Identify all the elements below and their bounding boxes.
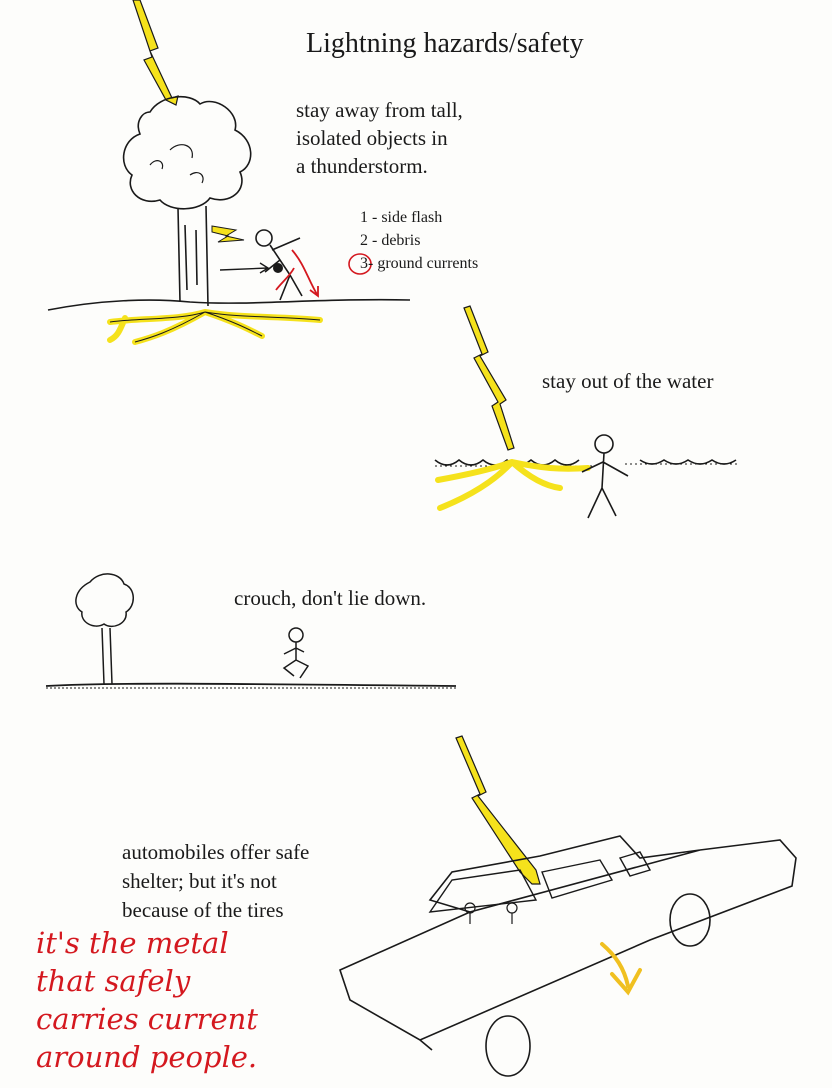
ground-current-red-arrow [275, 249, 319, 298]
lightning-bolt-car [455, 735, 541, 885]
tall-objects-line: isolated objects in [296, 126, 448, 150]
tall-objects-line: stay away from tall, [296, 98, 463, 122]
handwritten-note: it's the metal that safely carries curre… [36, 924, 258, 1076]
small-tree-canopy [75, 573, 134, 628]
crouching-person-head [288, 627, 304, 643]
lightning-bolt-water [463, 305, 515, 451]
car-wheel-front [669, 893, 711, 947]
side-flash-bolt [211, 225, 245, 243]
tall-objects-line: a thunderstorm. [296, 154, 428, 178]
ground-current-1 [107, 309, 323, 345]
current-arrow-car [600, 942, 642, 996]
automobile-note: automobiles offer safe shelter; but it's… [122, 838, 309, 925]
automobile-line: because of the tires [122, 898, 284, 922]
automobile-line: automobiles offer safe [122, 840, 310, 864]
handwritten-line: it's the metal [36, 926, 229, 960]
lightning-bolt-tree [132, 0, 179, 106]
ground-line-1 [47, 298, 411, 311]
tall-objects-note: stay away from tall, isolated objects in… [296, 96, 463, 180]
car-wheel-rear [485, 1015, 531, 1077]
car-body [339, 835, 797, 1051]
debris-arrow [219, 262, 270, 274]
page-title: Lightning hazards/safety [306, 28, 584, 59]
tree-trunk [177, 205, 209, 307]
water-surface [434, 458, 737, 466]
danger-item: 1 - side flash [360, 209, 443, 226]
water-note: stay out of the water [542, 369, 714, 393]
tree-canopy [122, 96, 252, 210]
stick-person-head-1 [255, 229, 273, 247]
crouch-note: crouch, don't lie down. [234, 586, 427, 610]
ground-line-3 [45, 682, 457, 687]
danger-item: 2 - debris [360, 232, 421, 249]
handwritten-line: around people. [36, 1040, 258, 1074]
scene-tree-lightning [47, 0, 411, 345]
scene-water [434, 305, 740, 519]
car-windows [428, 851, 652, 913]
stick-person-head-2 [594, 434, 614, 454]
scene-car [339, 735, 797, 1077]
handwritten-line: that safely [36, 964, 191, 998]
danger-list: 1 - side flash 2 - debris 3- ground curr… [360, 206, 478, 275]
danger-item: 3- ground currents [360, 255, 479, 272]
handwritten-line: carries current [36, 1002, 258, 1036]
debris-rock [273, 263, 283, 273]
automobile-line: shelter; but it's not [122, 869, 277, 893]
scene-crouch [45, 573, 457, 689]
ground-current-water [435, 459, 591, 511]
red-circle-3 [348, 253, 372, 275]
